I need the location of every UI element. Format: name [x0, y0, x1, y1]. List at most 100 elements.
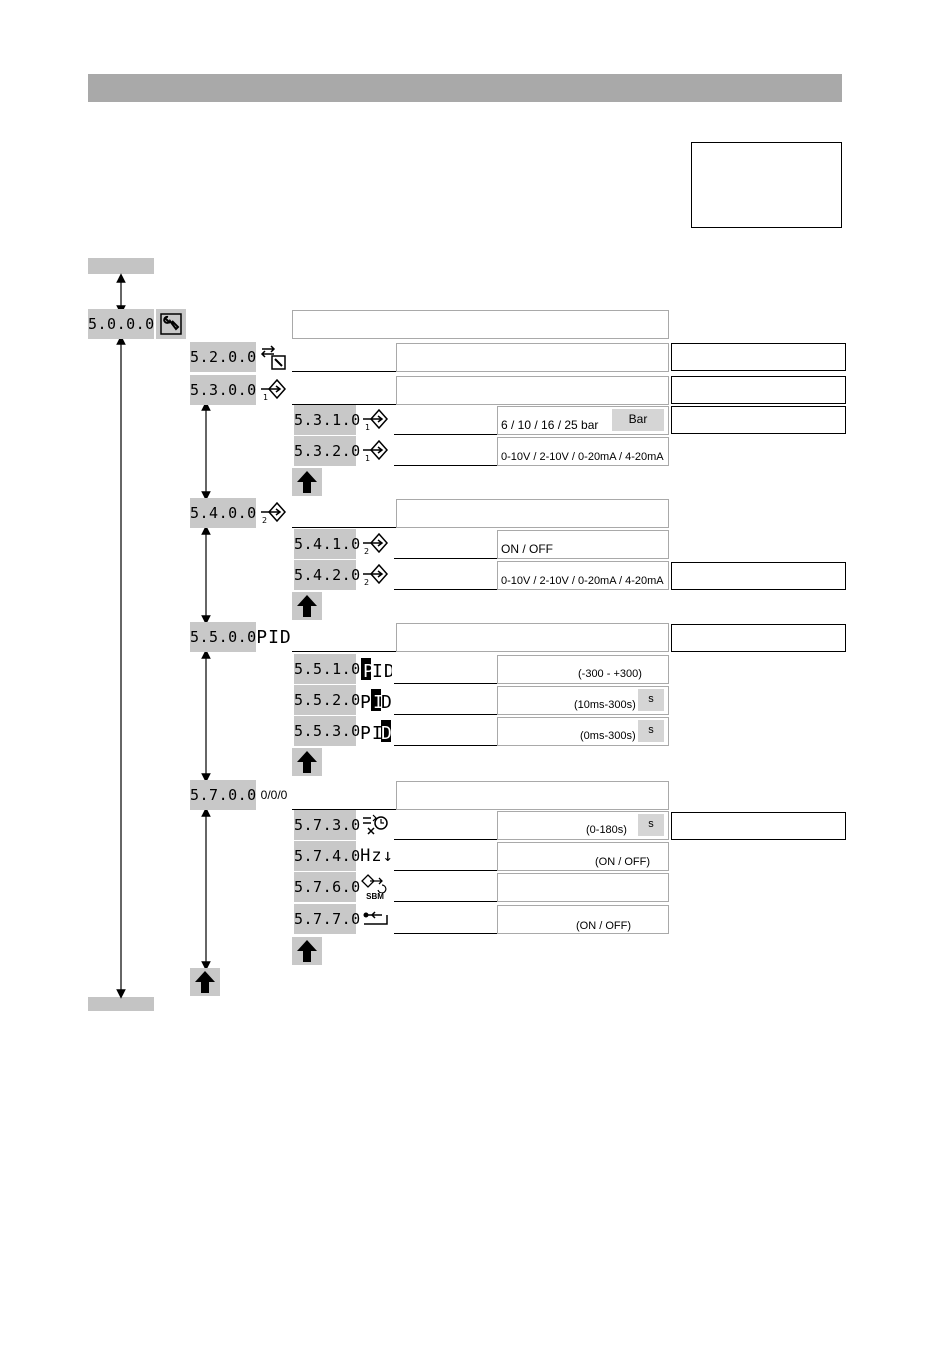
menu-code-5510[interactable]: 5.5.1.0 — [294, 654, 360, 684]
delay-timer-icon — [360, 810, 390, 840]
svg-text:2: 2 — [364, 578, 369, 587]
menu-code-5530[interactable]: 5.5.3.0 — [294, 716, 360, 746]
back-arrow-icon[interactable] — [190, 968, 220, 996]
value-field-5740[interactable]: (ON / OFF) — [497, 842, 669, 871]
back-arrow-icon[interactable] — [292, 468, 322, 496]
menu-code-5730[interactable]: 5.7.3.0 — [294, 810, 360, 840]
value-field-5320[interactable]: 0-10V / 2-10V / 0-20mA / 4-20mA — [497, 437, 669, 466]
menu-code-5770[interactable]: 5.7.7.0 — [294, 904, 360, 934]
value-field-5520[interactable]: (10ms-300s) s — [497, 686, 669, 715]
value-field-5760[interactable] — [497, 873, 669, 902]
label-underline — [292, 371, 396, 372]
frequency-down-icon: Hz↓ — [360, 846, 394, 866]
setting-box-5420 — [671, 562, 846, 590]
svg-text:1: 1 — [263, 393, 268, 402]
menu-code-5520[interactable]: 5.5.2.0 — [294, 685, 360, 715]
setup-icon — [258, 342, 288, 372]
svg-text:1: 1 — [365, 423, 370, 432]
label-underline — [292, 651, 396, 652]
next-menu-stub — [88, 997, 154, 1011]
sbm-label: SBM — [366, 892, 384, 901]
menu-field-5700 — [396, 781, 669, 810]
menu-code-5000[interactable]: 5.0.0.0 — [88, 309, 154, 339]
menu-code-5200[interactable]: 5.2.0.0 — [190, 342, 256, 372]
sbm-icon: SBM — [360, 872, 390, 902]
sensor-input-1-icon: 1 — [360, 436, 390, 466]
menu-code-5420[interactable]: 5.4.2.0 — [294, 560, 360, 590]
value-range: (ON / OFF) — [576, 920, 631, 932]
value-range: (10ms-300s) — [574, 699, 636, 711]
label-underline — [394, 465, 498, 466]
back-arrow-icon[interactable] — [292, 937, 322, 965]
factory-reset-icon — [360, 904, 390, 934]
unit-badge: s — [638, 689, 664, 711]
sensor-input-2-icon: 2 — [258, 498, 288, 528]
menu-code-5700[interactable]: 5.7.0.0 — [190, 780, 256, 810]
menu-code-5410[interactable]: 5.4.1.0 — [294, 529, 360, 559]
unit-badge: Bar — [612, 409, 664, 431]
value-field-5530[interactable]: (0ms-300s) s — [497, 717, 669, 746]
wrench-icon — [156, 309, 186, 339]
menu-code-5740[interactable]: 5.7.4.0 — [294, 841, 360, 871]
svg-text:1: 1 — [365, 454, 370, 463]
svg-text:2: 2 — [262, 516, 267, 525]
menu-code-5300[interactable]: 5.3.0.0 — [190, 375, 256, 405]
label-underline — [292, 527, 396, 528]
label-underline — [292, 809, 396, 810]
menu-field-5200 — [396, 343, 669, 372]
value-range: 0-10V / 2-10V / 0-20mA / 4-20mA — [501, 575, 664, 587]
value-range: 0-10V / 2-10V / 0-20mA / 4-20mA — [501, 451, 664, 463]
label-underline — [394, 901, 498, 902]
sensor-input-1-icon: 1 — [360, 405, 390, 435]
svg-text:PI: PI — [360, 723, 384, 744]
sensor-input-1-icon: 1 — [258, 375, 288, 405]
label-underline — [292, 404, 396, 405]
label-underline — [394, 839, 498, 840]
setting-box-5200 — [671, 343, 846, 371]
unit-badge: s — [638, 720, 664, 742]
menu-field-5500 — [396, 623, 669, 652]
setting-box-5300 — [671, 376, 846, 404]
pid-icon: PID — [256, 626, 292, 648]
value-field-5410[interactable]: ON / OFF — [497, 530, 669, 559]
label-underline — [394, 933, 498, 934]
setting-box-5310 — [671, 406, 846, 434]
back-arrow-icon[interactable] — [292, 592, 322, 620]
label-underline — [394, 434, 498, 435]
unit-badge: s — [638, 814, 664, 836]
value-field-5770[interactable]: (ON / OFF) — [497, 905, 669, 934]
label-underline — [394, 558, 498, 559]
svg-text:P: P — [363, 661, 375, 682]
sensor-input-2-icon: 2 — [360, 529, 390, 559]
value-range: ON / OFF — [501, 542, 553, 556]
back-arrow-icon[interactable] — [292, 748, 322, 776]
svg-text:ID: ID — [372, 661, 392, 682]
svg-text:2: 2 — [364, 547, 369, 556]
sensor-input-2-icon: 2 — [360, 560, 390, 590]
svg-text:P: P — [360, 692, 372, 713]
previous-menu-stub — [88, 258, 154, 274]
label-underline — [394, 714, 498, 715]
menu-code-5310[interactable]: 5.3.1.0 — [294, 405, 360, 435]
menu-code-5320[interactable]: 5.3.2.0 — [294, 436, 360, 466]
svg-text:D: D — [381, 692, 392, 713]
label-underline — [394, 745, 498, 746]
value-field-5420[interactable]: 0-10V / 2-10V / 0-20mA / 4-20mA — [497, 561, 669, 590]
label-underline — [394, 683, 498, 684]
value-field-5310[interactable]: 6 / 10 / 16 / 25 bar Bar — [497, 406, 669, 435]
value-range: (-300 - +300) — [578, 668, 642, 680]
value-range: (0-180s) — [586, 824, 627, 836]
menu-field-5400 — [396, 499, 669, 528]
value-range: (0ms-300s) — [580, 730, 636, 742]
header-bar — [88, 74, 842, 102]
value-field-5730[interactable]: (0-180s) s — [497, 811, 669, 840]
menu-code-5400[interactable]: 5.4.0.0 — [190, 498, 256, 528]
value-field-5510[interactable]: (-300 - +300) — [497, 655, 669, 684]
menu-code-5500[interactable]: 5.5.0.0 — [190, 622, 256, 652]
misc-settings-icon: 0/0/0 — [260, 788, 288, 802]
menu-code-5760[interactable]: 5.7.6.0 — [294, 872, 360, 902]
